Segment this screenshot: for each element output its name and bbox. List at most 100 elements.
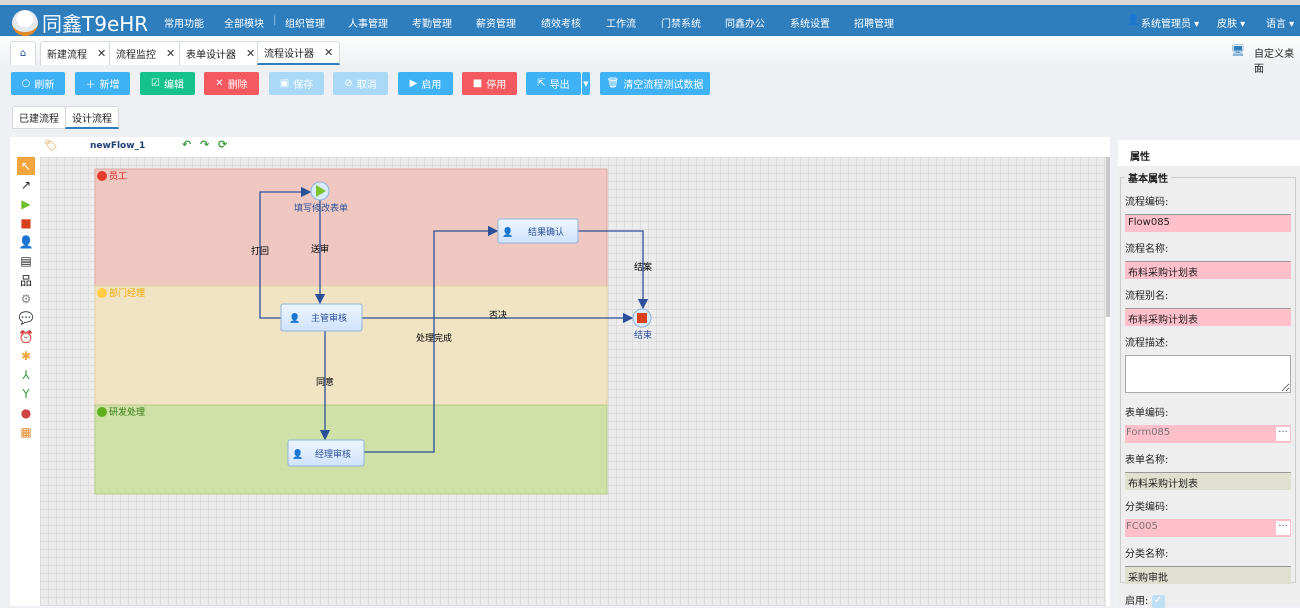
flow-name: newFlow_1 — [90, 141, 146, 151]
org-node-icon[interactable]: 品 — [19, 273, 32, 288]
group-icon[interactable]: ● — [20, 406, 32, 420]
start-node[interactable]: 填写修改表单 — [294, 181, 348, 214]
subflow-icon[interactable]: ▤ — [20, 254, 32, 268]
close-icon[interactable]: ✕ — [246, 47, 256, 60]
clear-test-data-button[interactable]: 🗑清空流程测试数据 — [600, 72, 710, 95]
flow-code-input[interactable]: Flow085 — [1125, 214, 1291, 232]
nav-settings[interactable]: 系统设置 — [790, 19, 830, 30]
tab-new-flow[interactable]: 新建流程 ✕ — [40, 41, 114, 65]
nav-access[interactable]: 门禁系统 — [661, 19, 701, 30]
edge-done[interactable] — [364, 225, 499, 453]
tab-form-designer[interactable]: 表单设计器✕ — [179, 41, 263, 65]
form-code-input[interactable]: Form085··· — [1125, 425, 1291, 443]
label: 编辑 — [163, 80, 184, 91]
close-icon[interactable]: ✕ — [97, 47, 107, 60]
flow-alias-input[interactable]: 布料采购计划表 — [1125, 308, 1291, 326]
field-label: 分类名称: — [1125, 549, 1169, 560]
refresh-icon: ○ — [21, 78, 31, 89]
nav-salary[interactable]: 薪资管理 — [476, 19, 516, 30]
select-tool-icon[interactable]: ↖ — [17, 157, 35, 175]
canvas-scrollbar[interactable] — [1106, 157, 1110, 317]
nav-attendance[interactable]: 考勤管理 — [412, 19, 452, 30]
end-node-icon[interactable]: ■ — [20, 216, 32, 230]
start-node-icon[interactable]: ▶ — [21, 197, 31, 211]
browse-button[interactable]: ··· — [1276, 427, 1290, 441]
flow-name-input[interactable]: 布料采购计划表 — [1125, 261, 1291, 279]
enabled-checkbox[interactable]: ✓ — [1151, 594, 1165, 608]
edge-label: 处理完成 — [416, 332, 452, 344]
trash-icon: 🗑 — [606, 78, 620, 89]
disable-button[interactable]: ■停用 — [462, 72, 517, 95]
edge-reject-back[interactable] — [259, 186, 312, 319]
refresh-button[interactable]: ○刷新 — [11, 72, 65, 95]
tab-existing-flows[interactable]: 已建流程 — [12, 106, 66, 129]
enable-button[interactable]: ▶启用 — [398, 72, 453, 95]
task-node-icon[interactable]: 👤 — [18, 235, 34, 249]
save-button[interactable]: ▣保存 — [269, 72, 324, 95]
label: 新增 — [99, 80, 120, 91]
redo-icon[interactable]: ↷ — [200, 138, 210, 151]
edit-icon: ☑ — [151, 78, 160, 89]
join-icon[interactable]: Y — [22, 387, 30, 401]
close-icon[interactable]: ✕ — [166, 47, 176, 60]
end-node[interactable]: 结束 — [632, 308, 652, 341]
node-manager-review[interactable]: 👤 经理审核 — [287, 439, 365, 467]
group-title: 基本属性 — [1128, 174, 1168, 185]
custom-desktop-link[interactable]: 自定义桌面 — [1254, 49, 1294, 75]
nav-office[interactable]: 同鑫办公 — [725, 19, 765, 30]
gear-icon[interactable]: ⚙ — [20, 292, 32, 306]
nav-divider: | — [273, 15, 277, 26]
tab-label: 新建流程 — [47, 50, 87, 61]
edge-label: 否决 — [489, 309, 507, 321]
delete-button[interactable]: ✕删除 — [204, 72, 259, 95]
user-icon: 👤 — [289, 312, 300, 324]
nav-recruit[interactable]: 招聘管理 — [854, 19, 894, 30]
skin-menu[interactable]: 皮肤 ▾ — [1217, 19, 1246, 30]
close-icon[interactable]: ✕ — [324, 46, 334, 59]
fork-icon[interactable]: ⅄ — [22, 368, 30, 382]
tab-design-flow[interactable]: 设计流程 — [65, 106, 119, 129]
flow-desc-textarea[interactable] — [1125, 355, 1291, 393]
star-icon[interactable]: ✱ — [20, 349, 32, 363]
category-code-input[interactable]: FC005··· — [1125, 519, 1291, 537]
nav-common[interactable]: 常用功能 — [164, 19, 204, 30]
line-tool-icon[interactable]: ↗ — [20, 178, 32, 192]
nav-org[interactable]: 组织管理 — [285, 19, 325, 30]
browse-button[interactable]: ··· — [1276, 521, 1290, 535]
header: 同鑫T9eHR 常用功能 全部模块 | 组织管理 人事管理 考勤管理 薪资管理 … — [0, 5, 1300, 36]
tab-flow-monitor[interactable]: 流程监控✕ — [109, 41, 183, 65]
timer-icon[interactable]: ⏰ — [18, 330, 34, 344]
tool-palette: ↖ ↗ ▶ ■ 👤 ▤ 品 ⚙ 💬 ⏰ ✱ ⅄ Y ● ▦ — [15, 157, 37, 442]
node-supervisor-review[interactable]: 👤 主管审核 — [280, 303, 363, 332]
form-name-input: 布料采购计划表 — [1125, 472, 1291, 490]
add-button[interactable]: ＋新增 — [75, 72, 130, 95]
nav-all-modules[interactable]: 全部模块 — [224, 19, 264, 30]
stop-icon: ■ — [472, 78, 483, 89]
design-canvas[interactable]: 员工 部门经理 研发处理 送审 打回 否决 同意 处理完成 结案 填写修改表单 … — [40, 157, 1106, 606]
user-menu[interactable]: 系统管理员 ▾ — [1141, 19, 1200, 30]
save-icon: ▣ — [279, 78, 290, 89]
undo-icon[interactable]: ↶ — [182, 138, 192, 151]
language-menu[interactable]: 语言 ▾ — [1266, 19, 1295, 30]
nav-workflow[interactable]: 工作流 — [606, 19, 636, 30]
caret-down-icon: ▼ — [583, 79, 589, 88]
reload-icon[interactable]: ⟳ — [218, 138, 228, 151]
export-button[interactable]: ⇱导出 — [526, 72, 581, 95]
edge-close[interactable] — [578, 230, 649, 310]
cancel-button[interactable]: ⊘取消 — [333, 72, 388, 95]
export-dropdown[interactable]: ▼ — [582, 72, 590, 95]
node-result-confirm[interactable]: 👤 结果确认 — [497, 218, 579, 244]
nav-hr[interactable]: 人事管理 — [348, 19, 388, 30]
x-icon: ✕ — [215, 78, 224, 89]
tab-home[interactable]: ⌂ — [10, 41, 36, 65]
tab-flow-designer[interactable]: 流程设计器✕ — [257, 41, 341, 65]
lane-icon[interactable]: ▦ — [20, 425, 32, 439]
comment-icon[interactable]: 💬 — [18, 311, 34, 325]
stop-icon — [637, 313, 647, 323]
nav-performance[interactable]: 绩效考核 — [541, 19, 581, 30]
field-label: 流程描述: — [1125, 338, 1169, 349]
desktop-icon: 🖥 — [1231, 44, 1245, 57]
edge-label: 同意 — [316, 376, 334, 388]
edit-button[interactable]: ☑编辑 — [140, 72, 195, 95]
lane-label: 员工 — [109, 171, 127, 182]
